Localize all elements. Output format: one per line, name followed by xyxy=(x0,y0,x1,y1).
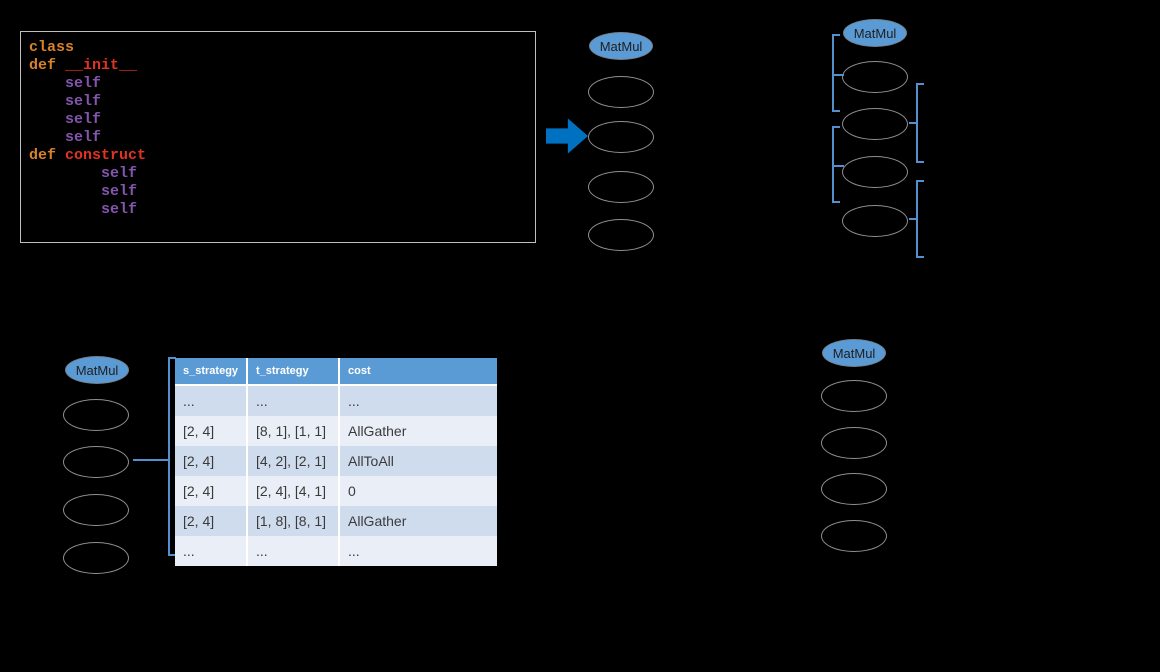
table-cell: [2, 4] xyxy=(175,416,248,446)
code-line: self xyxy=(101,165,146,183)
token-self: self xyxy=(101,165,138,182)
table-cell: ... xyxy=(340,536,497,566)
bracket-connector xyxy=(834,165,844,167)
token-function-name: __init__ xyxy=(65,57,138,74)
table-cell: [2, 4], [4, 1] xyxy=(248,476,340,506)
token-keyword: def xyxy=(29,57,66,74)
code-line: self xyxy=(65,111,146,129)
table-cell: [2, 4] xyxy=(175,446,248,476)
candidate-node xyxy=(821,380,887,412)
candidate-node xyxy=(588,171,654,203)
table-cell: [2, 4] xyxy=(175,506,248,536)
table-bracket xyxy=(168,357,176,556)
matmul-node: MatMul xyxy=(822,339,886,367)
table-cell: ... xyxy=(248,536,340,566)
matmul-node: MatMul xyxy=(589,32,653,60)
token-keyword: def xyxy=(29,147,66,164)
table-cell: ... xyxy=(175,536,248,566)
code-line: class xyxy=(29,39,146,57)
candidate-node xyxy=(842,205,908,237)
bracket-connector xyxy=(909,218,916,220)
matmul-node: MatMul xyxy=(843,19,907,47)
code-line: self xyxy=(65,129,146,147)
candidate-node xyxy=(821,473,887,505)
candidate-node xyxy=(588,219,654,251)
table-cell: AllToAll xyxy=(340,446,497,476)
group-bracket xyxy=(832,34,840,112)
candidate-node xyxy=(842,61,908,93)
group-bracket xyxy=(916,83,924,163)
token-self: self xyxy=(101,201,138,218)
table-row: [2, 4] [2, 4], [4, 1] 0 xyxy=(175,476,497,506)
code-panel: class def __init__ self self self self d… xyxy=(20,31,536,243)
code-line: def construct xyxy=(29,147,146,165)
group-bracket xyxy=(832,126,840,203)
code-line: self xyxy=(65,93,146,111)
matmul-label: MatMul xyxy=(853,25,897,41)
token-self: self xyxy=(101,183,138,200)
matmul-label: MatMul xyxy=(75,362,119,378)
table-cell: AllGather xyxy=(340,506,497,536)
group-bracket xyxy=(916,180,924,258)
code-line: self xyxy=(101,201,146,219)
table-header-row: s_strategy t_strategy cost xyxy=(175,358,497,386)
table-row: [2, 4] [8, 1], [1, 1] AllGather xyxy=(175,416,497,446)
header-cell: s_strategy xyxy=(175,358,248,384)
code-line: def __init__ xyxy=(29,57,146,75)
candidate-node xyxy=(63,542,129,574)
table-cell: ... xyxy=(340,386,497,416)
table-row: [2, 4] [4, 2], [2, 1] AllToAll xyxy=(175,446,497,476)
code-line: self xyxy=(101,183,146,201)
candidate-node xyxy=(821,520,887,552)
candidate-node xyxy=(842,108,908,140)
candidate-node xyxy=(588,121,654,153)
table-cell: ... xyxy=(248,386,340,416)
table-cell: 0 xyxy=(340,476,497,506)
table-row: [2, 4] [1, 8], [8, 1] AllGather xyxy=(175,506,497,536)
code-line: self xyxy=(65,75,146,93)
table-cell: AllGather xyxy=(340,416,497,446)
matmul-node: MatMul xyxy=(65,356,129,384)
bracket-connector xyxy=(834,74,844,76)
right-arrow-icon xyxy=(546,118,588,154)
strategy-table: s_strategy t_strategy cost ... ... ... [… xyxy=(175,358,497,566)
candidate-node xyxy=(63,446,129,478)
header-cell: t_strategy xyxy=(248,358,340,384)
table-cell: [8, 1], [1, 1] xyxy=(248,416,340,446)
table-cell: [4, 2], [2, 1] xyxy=(248,446,340,476)
table-cell: [2, 4] xyxy=(175,476,248,506)
table-cell: ... xyxy=(175,386,248,416)
candidate-node xyxy=(821,427,887,459)
token-function-name: construct xyxy=(65,147,147,164)
token-self: self xyxy=(65,129,102,146)
table-cell: [1, 8], [8, 1] xyxy=(248,506,340,536)
candidate-node xyxy=(842,156,908,188)
bracket-connector xyxy=(133,459,168,461)
bracket-connector xyxy=(909,122,916,124)
token-self: self xyxy=(65,75,102,92)
candidate-node xyxy=(63,494,129,526)
table-row: ... ... ... xyxy=(175,386,497,416)
token-keyword: class xyxy=(29,39,75,56)
candidate-node xyxy=(63,399,129,431)
token-self: self xyxy=(65,111,102,128)
candidate-node xyxy=(588,76,654,108)
code-lines: class def __init__ self self self self d… xyxy=(29,39,146,219)
header-cell: cost xyxy=(340,358,497,384)
matmul-label: MatMul xyxy=(832,345,876,361)
matmul-label: MatMul xyxy=(599,38,643,54)
table-row: ... ... ... xyxy=(175,536,497,566)
token-self: self xyxy=(65,93,102,110)
